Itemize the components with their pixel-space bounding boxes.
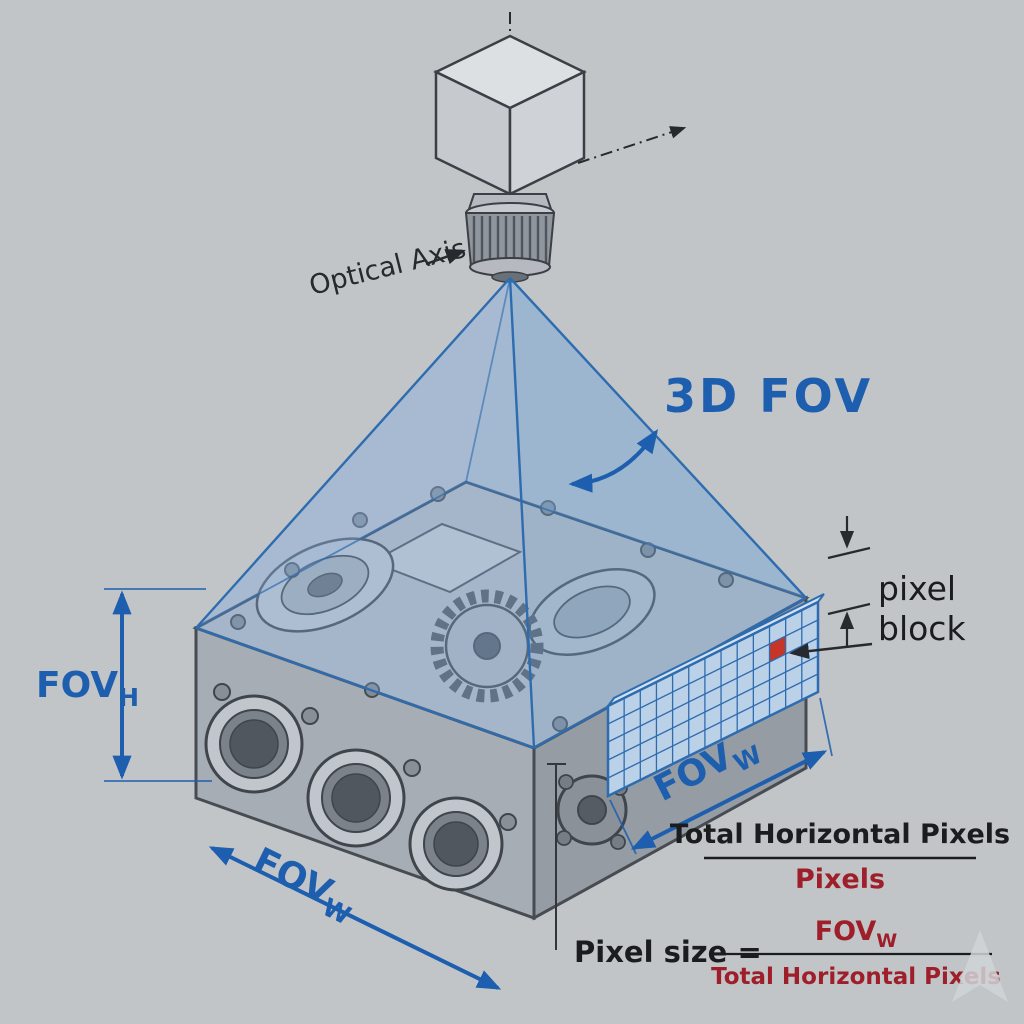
pixel-size-label: Pixel size = xyxy=(574,935,762,969)
fov-w-bottom-label: FOVW xyxy=(244,840,363,930)
fraction1-numerator: Total Horizontal Pixels xyxy=(670,819,1010,850)
optical-axis-pointer-arrow xyxy=(425,249,466,266)
fov-h-label: FOVH xyxy=(36,665,139,712)
pixel-block-leader-arrow xyxy=(789,642,873,660)
fraction1-denominator: Pixels xyxy=(795,864,885,895)
formula-pixels-ratio: Total Horizontal Pixels Pixels xyxy=(670,819,1010,895)
top-plate xyxy=(369,522,523,594)
watermark-arrow-icon xyxy=(952,930,1008,1002)
pixel-size-connector xyxy=(547,763,566,950)
fov-3d-curved-arrow xyxy=(568,429,659,493)
pixel-block-height-dimension xyxy=(827,516,871,648)
gear-teeth xyxy=(430,589,544,703)
gear-hub xyxy=(473,632,501,660)
fraction2-denominator: Total Horizontal Pixels xyxy=(711,964,1001,990)
formula-pixel-size: Pixel size = FOVW Total Horizontal Pixel… xyxy=(574,916,1001,990)
block-top-details xyxy=(230,486,734,732)
optical-axis-label: Optical Axis xyxy=(306,233,469,302)
frustum-face-front-left xyxy=(196,278,534,748)
fov-w-right-arrow xyxy=(630,750,828,850)
fov-h-dimension: FOVH xyxy=(36,588,212,782)
fov-w-right-ext-right xyxy=(819,697,833,757)
pixel-grid-line xyxy=(607,655,819,761)
fov-3d-label: 3D FOV xyxy=(664,369,873,423)
pixel-grid-line xyxy=(607,637,819,743)
camera-direction-arrow xyxy=(577,126,687,164)
camera xyxy=(433,34,587,283)
pixel-block-label-line2: block xyxy=(878,609,966,648)
front-bolt-holes xyxy=(213,683,517,831)
pixel-block-callout: pixel block xyxy=(789,569,966,660)
pixel-grid-line xyxy=(607,601,819,707)
pixel-block-label-line1: pixel xyxy=(878,569,956,608)
fraction2-numerator: FOVW xyxy=(815,916,898,952)
pixel-grid-line xyxy=(607,619,819,725)
block-right-flange xyxy=(556,774,628,850)
fov-w-bottom-arrow xyxy=(208,846,502,990)
frustum-edges xyxy=(195,277,807,750)
lens-ribs xyxy=(472,216,548,263)
pixel-grid xyxy=(606,593,825,799)
frustum-face-front-right xyxy=(510,278,806,748)
